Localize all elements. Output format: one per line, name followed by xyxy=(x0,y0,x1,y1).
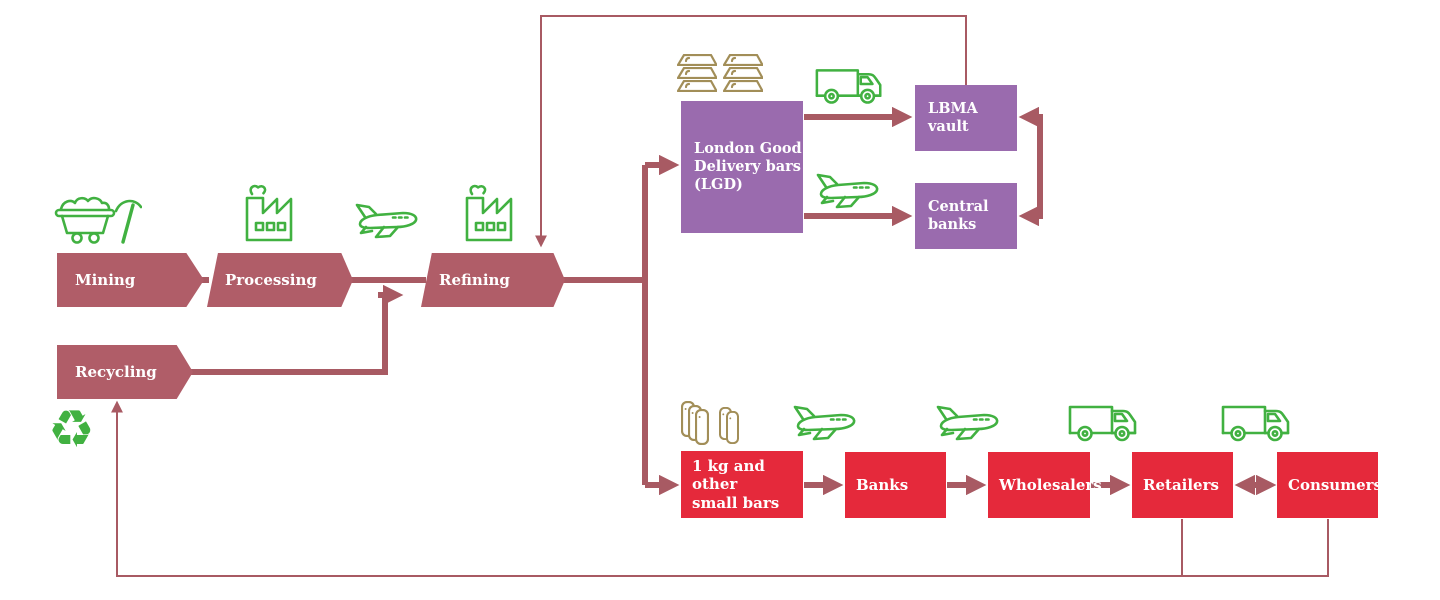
node-processing-label: Processing xyxy=(225,270,317,289)
node-lbma-vault: LBMA vault xyxy=(915,85,1017,151)
factory-icon xyxy=(239,183,299,243)
node-central-banks-label: Central banks xyxy=(928,198,989,233)
connector-lbma-refining-return-loop xyxy=(535,15,967,248)
airplane-icon xyxy=(812,170,884,210)
node-lgd-bars: London Good Delivery bars (LGD) xyxy=(681,101,803,233)
small-bars-icon xyxy=(681,401,739,445)
node-wholesalers: Wholesalers xyxy=(988,452,1102,518)
factory-icon xyxy=(459,183,519,243)
node-lbma-vault-label: LBMA vault xyxy=(928,100,978,135)
node-mining: Mining xyxy=(57,253,204,307)
minecart-pickaxe-icon xyxy=(54,196,142,244)
truck-icon xyxy=(1065,398,1145,444)
node-retailers-label: Retailers xyxy=(1143,475,1219,494)
gold-bars-icon xyxy=(677,54,763,92)
node-banks: Banks xyxy=(845,452,946,518)
airplane-icon xyxy=(351,200,423,240)
truck-icon xyxy=(1218,398,1298,444)
airplane-icon xyxy=(789,402,861,442)
node-retailers: Retailers xyxy=(1132,452,1233,518)
node-lgd-bars-label: London Good Delivery bars (LGD) xyxy=(694,140,802,193)
node-refining-label: Refining xyxy=(439,270,510,289)
node-small-bars-label: 1 kg and other small bars xyxy=(692,457,780,512)
node-consumers: Consumers xyxy=(1277,452,1382,518)
recycle-icon: ♻ xyxy=(48,400,95,460)
connector-consumers-recycling-loop xyxy=(111,400,1329,577)
node-recycling-label: Recycling xyxy=(75,362,157,381)
node-small-bars: 1 kg and other small bars xyxy=(681,451,803,518)
node-banks-label: Banks xyxy=(856,475,909,494)
node-refining: Refining xyxy=(421,253,565,307)
node-mining-label: Mining xyxy=(75,270,136,289)
node-processing: Processing xyxy=(207,253,353,307)
node-central-banks: Central banks xyxy=(915,183,1017,249)
node-recycling: Recycling xyxy=(57,345,193,399)
airplane-icon xyxy=(932,402,1004,442)
node-wholesalers-label: Wholesalers xyxy=(999,475,1102,494)
node-consumers-label: Consumers xyxy=(1288,475,1382,494)
truck-icon xyxy=(812,61,890,107)
